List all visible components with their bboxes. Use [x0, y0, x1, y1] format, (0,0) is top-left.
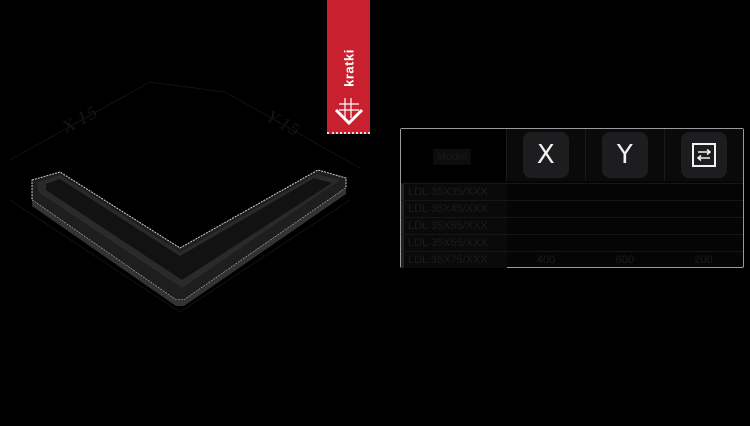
table-row: LDL 35X65/XXX [401, 234, 743, 251]
row-z [664, 235, 743, 251]
product-diagram: X-15 Y-15 [9, 81, 361, 313]
brand-mark-icon [334, 98, 364, 126]
row-x [507, 184, 586, 200]
row-model: LDL 35X45/XXX [401, 201, 507, 217]
table-row: LDL 35X55/XXX [401, 217, 743, 234]
table-row: LDL 35X35/XXX [401, 183, 743, 200]
row-y [585, 235, 664, 251]
x-dimension-icon: X [522, 132, 569, 178]
table-row: LDL 35X45/XXX [401, 200, 743, 217]
spec-table: Model X Y LDL 35X35/XXX [400, 128, 744, 268]
row-x [507, 218, 586, 234]
row-x [507, 235, 586, 251]
row-z [664, 184, 743, 200]
spec-table-body: LDL 35X35/XXX LDL 35X45/XXX LDL 35X55/XX… [401, 183, 743, 268]
header-x-cell: X [506, 129, 586, 181]
brand-logo: kratki [327, 0, 370, 134]
brand-name: kratki [341, 49, 356, 87]
row-z [664, 218, 743, 234]
row-x [507, 201, 586, 217]
header-model-label: Model [433, 149, 471, 165]
corner-grille-drawing [9, 81, 361, 313]
row-model: LDL 35X55/XXX [401, 218, 507, 234]
row-model: LDL 35X65/XXX [401, 235, 507, 251]
exchange-arrows-icon [680, 132, 727, 178]
row-x: 400 [536, 254, 556, 266]
header-depth-cell [664, 129, 743, 181]
y-dimension-icon: Y [601, 132, 648, 178]
row-model: LDL 35X35/XXX [401, 184, 507, 200]
row-y [585, 218, 664, 234]
header-y-cell: Y [585, 129, 665, 181]
header-model-cell: Model [401, 129, 507, 181]
row-model: LDL 35X75/XXX [401, 252, 507, 268]
row-y: 600 [615, 254, 635, 266]
row-y [585, 184, 664, 200]
table-row: LDL 35X75/XXX 400 600 200 [401, 251, 743, 268]
row-y [585, 201, 664, 217]
spec-table-header: Model X Y [401, 129, 743, 181]
row-z: 200 [694, 254, 713, 266]
row-z [664, 201, 743, 217]
